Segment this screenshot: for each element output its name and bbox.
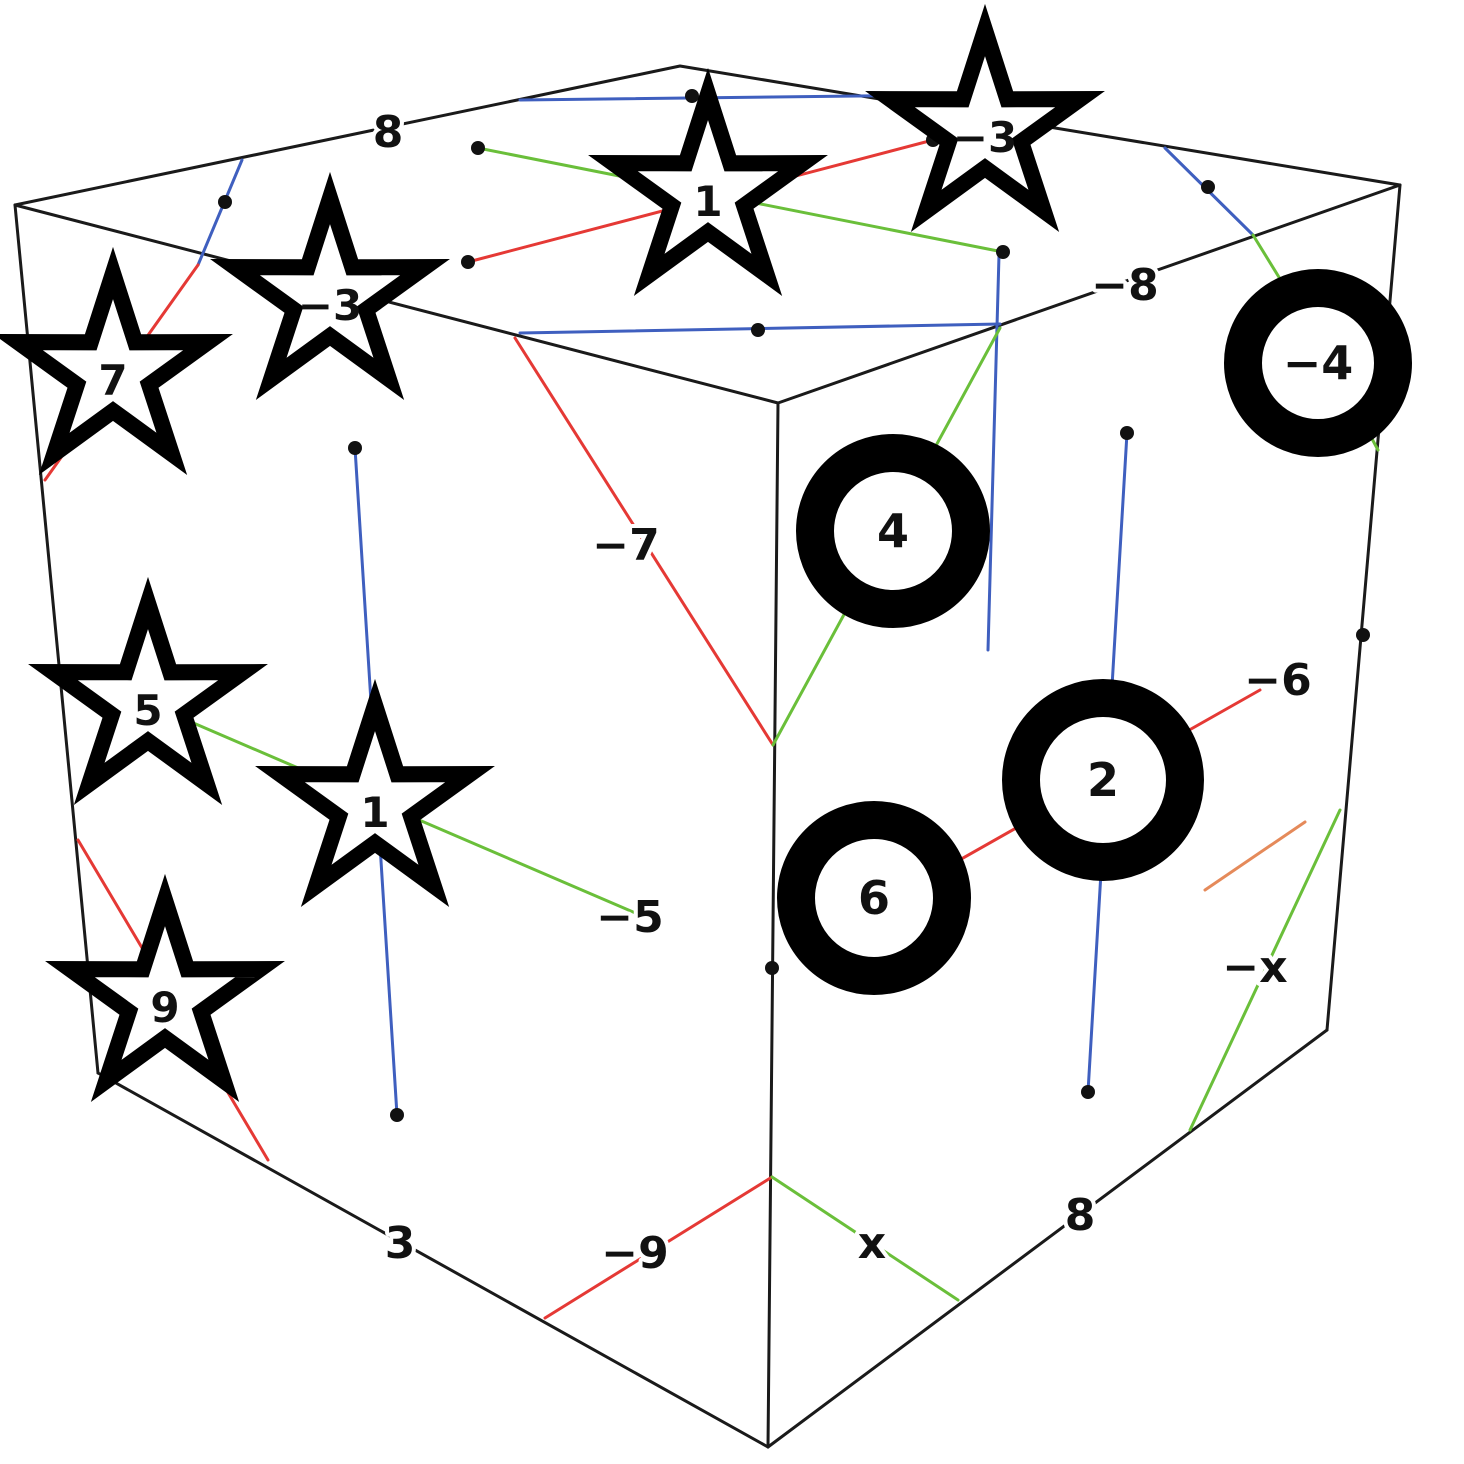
bottom-red-line [543,1175,774,1320]
star-icon [865,3,1105,232]
star-icon [0,246,233,475]
star-marker: 9 [45,873,285,1102]
right-faint-red-stroke [1203,820,1307,892]
top-front-right-edge [776,183,1402,405]
dot [1081,1085,1095,1099]
ring-label: 6 [858,871,890,925]
dot [765,961,779,975]
star-label: −3 [298,281,362,330]
label-bottom-green: x [858,1218,886,1269]
star-marker: 7 [0,246,233,475]
bottom-green-line [770,1175,960,1302]
star-label: 1 [360,788,389,837]
label-bottom-red: −9 [601,1228,668,1279]
front-vertical-edge [766,401,780,1449]
ring-label: 4 [877,504,909,558]
label-top-right-edge: −8 [1091,260,1158,311]
dot [751,323,765,337]
dots [218,89,1370,1122]
top-back-left-edge [13,64,1402,207]
bottom-left-edge [96,1071,770,1449]
star-label: 9 [150,983,179,1032]
star-icon [210,171,450,400]
dot [218,195,232,209]
star-marker: −3 [210,171,450,400]
dot [1356,628,1370,642]
markers: 1 −3 −3 7 5 1 9 −4 4 2 6 [0,3,1412,1102]
label-bottom-right-edge: 8 [1065,1190,1096,1241]
dot [685,89,699,103]
circle-ring-icon [1224,269,1412,457]
label-left-face-green: −5 [596,892,663,943]
circle-ring-icon [1002,679,1204,881]
ring-marker: 2 [1002,679,1204,881]
star-label: 7 [98,356,127,405]
edge-labels: 8 −8 −7 −5 −6 −x 3 −9 x 8 [369,103,1316,1283]
label-bottom-left-edge: 3 [385,1218,416,1269]
dot [1120,426,1134,440]
star-marker: 1 [255,678,495,907]
top-front-left-edge [13,203,780,405]
ring-marker: −4 [1224,269,1412,457]
dot [390,1108,404,1122]
dot [461,255,475,269]
circle-ring-icon [796,434,990,628]
label-left-face-diagonal: −7 [592,520,659,571]
bottom-right-edge [766,1028,1329,1449]
ring-label: 2 [1087,753,1119,807]
dot [471,141,485,155]
label-top-front-edge: 8 [373,107,404,158]
top-blue-back-line [518,93,942,102]
star-marker: 1 [588,67,828,296]
dot [348,441,362,455]
star-marker: −3 [865,3,1105,232]
circle-ring-icon [777,801,971,995]
top-thin-blue-drop [986,253,1001,652]
dot [996,245,1010,259]
label-right-face-red: −6 [1244,655,1311,706]
star-icon [588,67,828,296]
star-label: 1 [693,177,722,226]
star-label: 5 [133,686,162,735]
top-blue-left-line [196,158,244,267]
star-icon [255,678,495,907]
ring-marker: 6 [777,801,971,995]
left-red-diagonal [513,336,775,747]
star-icon [28,576,268,805]
right-green-lower [1188,808,1342,1132]
star-label: −3 [953,113,1017,162]
ring-marker: 4 [796,434,990,628]
star-marker: 5 [28,576,268,805]
ring-label: −4 [1283,336,1354,390]
dot [1201,180,1215,194]
label-right-face-green: −x [1222,942,1287,993]
star-icon [45,873,285,1102]
